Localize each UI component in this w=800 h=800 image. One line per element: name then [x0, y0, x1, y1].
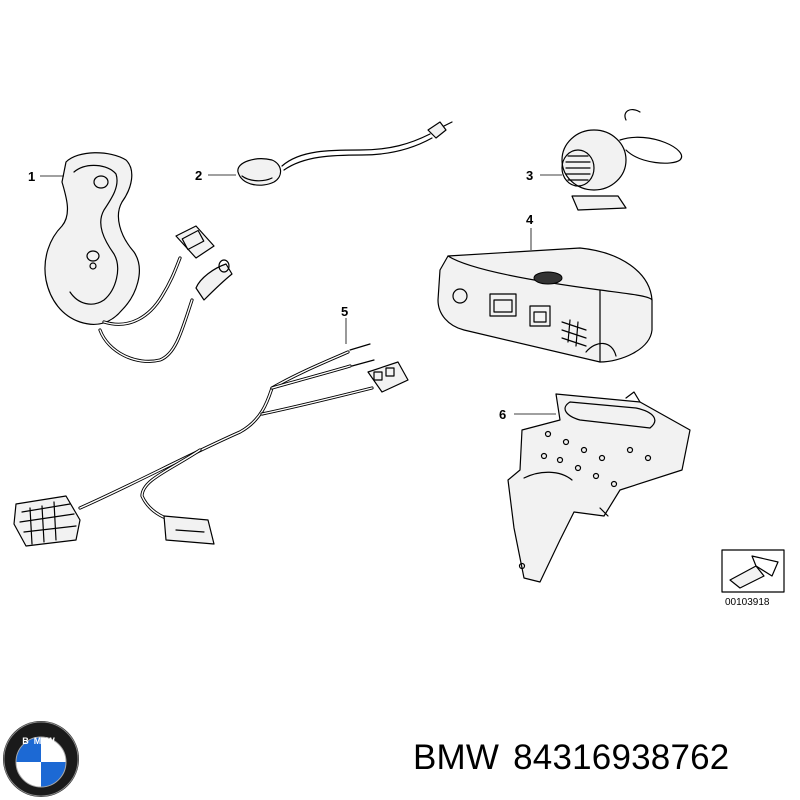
part-1-cradle [44, 152, 233, 363]
part-4-label: 4 [526, 212, 534, 227]
drawing-id: 00103918 [725, 597, 770, 608]
part-4-control-unit [437, 247, 653, 363]
part-2-label: 2 [195, 168, 202, 183]
part-6-mounting-bracket [507, 391, 691, 583]
caption-part-number: 84316938762 [513, 738, 730, 777]
bmw-logo-text: BMW [22, 736, 60, 746]
part-5-label: 5 [341, 304, 348, 319]
part-5-wiring-harness [13, 343, 409, 547]
part-caption: BMW 84316938762 [413, 738, 729, 778]
bmw-logo: BMW [3, 721, 79, 797]
drawing-reference: 00103918 [721, 549, 785, 608]
caption-brand: BMW [413, 738, 500, 777]
part-3-speaker [561, 108, 683, 211]
part-2-microphone [237, 121, 453, 186]
part-3-label: 3 [526, 168, 533, 183]
part-6-label: 6 [499, 407, 506, 422]
part-1-label: 1 [28, 169, 35, 184]
